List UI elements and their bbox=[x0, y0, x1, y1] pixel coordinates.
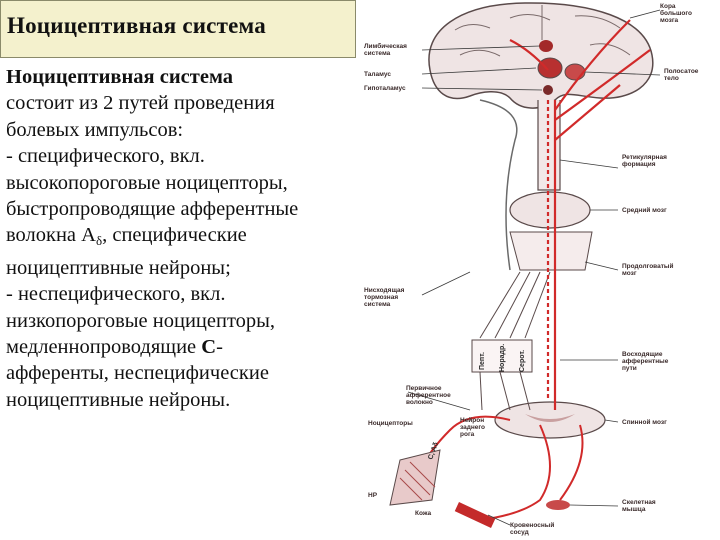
text-line: - специфического, вкл. bbox=[6, 145, 205, 168]
label-descending: система bbox=[364, 301, 391, 308]
text-line: ноцицептивные нейроны; bbox=[6, 256, 231, 279]
label-leaders bbox=[407, 9, 661, 526]
text-fragment: С bbox=[201, 336, 217, 359]
label-muscle: мышца bbox=[622, 506, 646, 513]
label-cortex: большого bbox=[660, 9, 692, 17]
hypothalamus-structure bbox=[543, 85, 553, 95]
label-limbic: Лимбическая bbox=[364, 42, 407, 50]
page-title: Ноцицептивная система bbox=[7, 13, 266, 38]
midbrain-section bbox=[509, 191, 591, 229]
label-spinal-cord: Спинной мозг bbox=[622, 418, 667, 426]
label-dorsal-horn: рога bbox=[460, 431, 475, 438]
transmitter-box bbox=[471, 339, 533, 373]
descending-fibers bbox=[479, 271, 551, 411]
label-medulla: мозг bbox=[622, 270, 637, 277]
text-line: - неспецифического, вкл. bbox=[6, 283, 226, 306]
diagram-svg: Кора большого мозга Полосатое тело Ретик… bbox=[364, 2, 699, 536]
striatum-structure bbox=[564, 63, 586, 81]
label-transmitter: Норадр. bbox=[499, 344, 506, 372]
label-muscle: Скелетная bbox=[622, 499, 656, 506]
medulla-section bbox=[509, 231, 593, 271]
label-afferent-fiber: волокно bbox=[406, 399, 433, 406]
thalamus-structure bbox=[537, 57, 563, 79]
nociceptive-system-diagram: Кора большого мозга Полосатое тело Ретик… bbox=[360, 0, 720, 540]
cortex-fold bbox=[454, 14, 631, 57]
label-afferent-fiber: Первичное bbox=[406, 385, 442, 392]
grey-matter bbox=[525, 414, 575, 422]
reticular-path bbox=[479, 99, 518, 271]
label-cortex: мозга bbox=[660, 17, 679, 24]
label-dorsal-horn: Нейрон bbox=[460, 416, 484, 424]
text-line: низкопороговые ноцицепторы, bbox=[6, 309, 276, 332]
label-medulla: Продолговатый bbox=[622, 262, 673, 270]
label-afferent-fiber: афферентное bbox=[406, 392, 451, 399]
ascending-pathway bbox=[509, 19, 651, 410]
label-thalamus: Таламус bbox=[364, 71, 391, 78]
text-fragment: - bbox=[216, 336, 223, 359]
label-reticular: Ретикулярная bbox=[622, 154, 667, 161]
skin-hatch bbox=[399, 461, 436, 501]
text-line: ноцицептивные нейроны. bbox=[6, 388, 231, 411]
label-vessel: Кровеносный bbox=[510, 521, 554, 529]
label-transmitter: Серот. bbox=[519, 350, 526, 372]
text-fragment: волокна А bbox=[6, 224, 96, 247]
text-line: быстропроводящие афферентные bbox=[6, 198, 299, 221]
label-skin: Кожа bbox=[415, 510, 432, 517]
label-descending: Нисходящая bbox=[364, 287, 405, 294]
label-descending: тормозная bbox=[364, 294, 398, 301]
label-limbic: система bbox=[364, 50, 391, 57]
label-ascending: афферентные bbox=[622, 358, 669, 365]
text-line: медленнопроводящие С- bbox=[6, 334, 354, 360]
label-hp: НР bbox=[368, 492, 378, 499]
text-line: болевых импульсов: bbox=[6, 118, 184, 141]
label-transmitter: Пепт. bbox=[479, 352, 486, 370]
label-dorsal-horn: заднего bbox=[460, 424, 485, 431]
label-midbrain: Средний мозг bbox=[622, 206, 667, 214]
text-fragment: медленнопроводящие bbox=[6, 336, 202, 359]
text-line: Ноцицептивная система bbox=[6, 66, 234, 88]
label-striatum: тело bbox=[664, 75, 679, 82]
text-line: волокна Аδ, специфические bbox=[6, 222, 354, 254]
description-text: Ноцицептивная система состоит из 2 путей… bbox=[6, 64, 354, 413]
text-line: афференты, неспецифические bbox=[6, 362, 269, 385]
text-line: высокопороговые ноцицепторы, bbox=[6, 171, 288, 194]
text-fragment: , специфические bbox=[102, 224, 247, 247]
label-cortex: Кора bbox=[660, 3, 676, 10]
label-hypothalamus: Гипоталамус bbox=[364, 85, 406, 92]
label-reticular: формация bbox=[622, 161, 656, 168]
text-line: состоит из 2 путей проведения bbox=[6, 92, 275, 115]
muscle-patch bbox=[546, 500, 570, 510]
limbic-structure bbox=[539, 40, 553, 52]
brain-cortex bbox=[428, 2, 654, 109]
vessel-patch bbox=[454, 502, 496, 528]
skin-patch bbox=[389, 449, 441, 506]
subscript: δ bbox=[95, 233, 103, 249]
label-nociceptors: Ноцицепторы bbox=[368, 420, 413, 427]
label-striatum: Полосатое bbox=[664, 68, 699, 75]
label-ascending: пути bbox=[622, 365, 637, 372]
label-vessel: сосуд bbox=[510, 529, 529, 536]
title-banner: Ноцицептивная система bbox=[0, 0, 356, 58]
label-ascending: Восходящие bbox=[622, 351, 663, 358]
